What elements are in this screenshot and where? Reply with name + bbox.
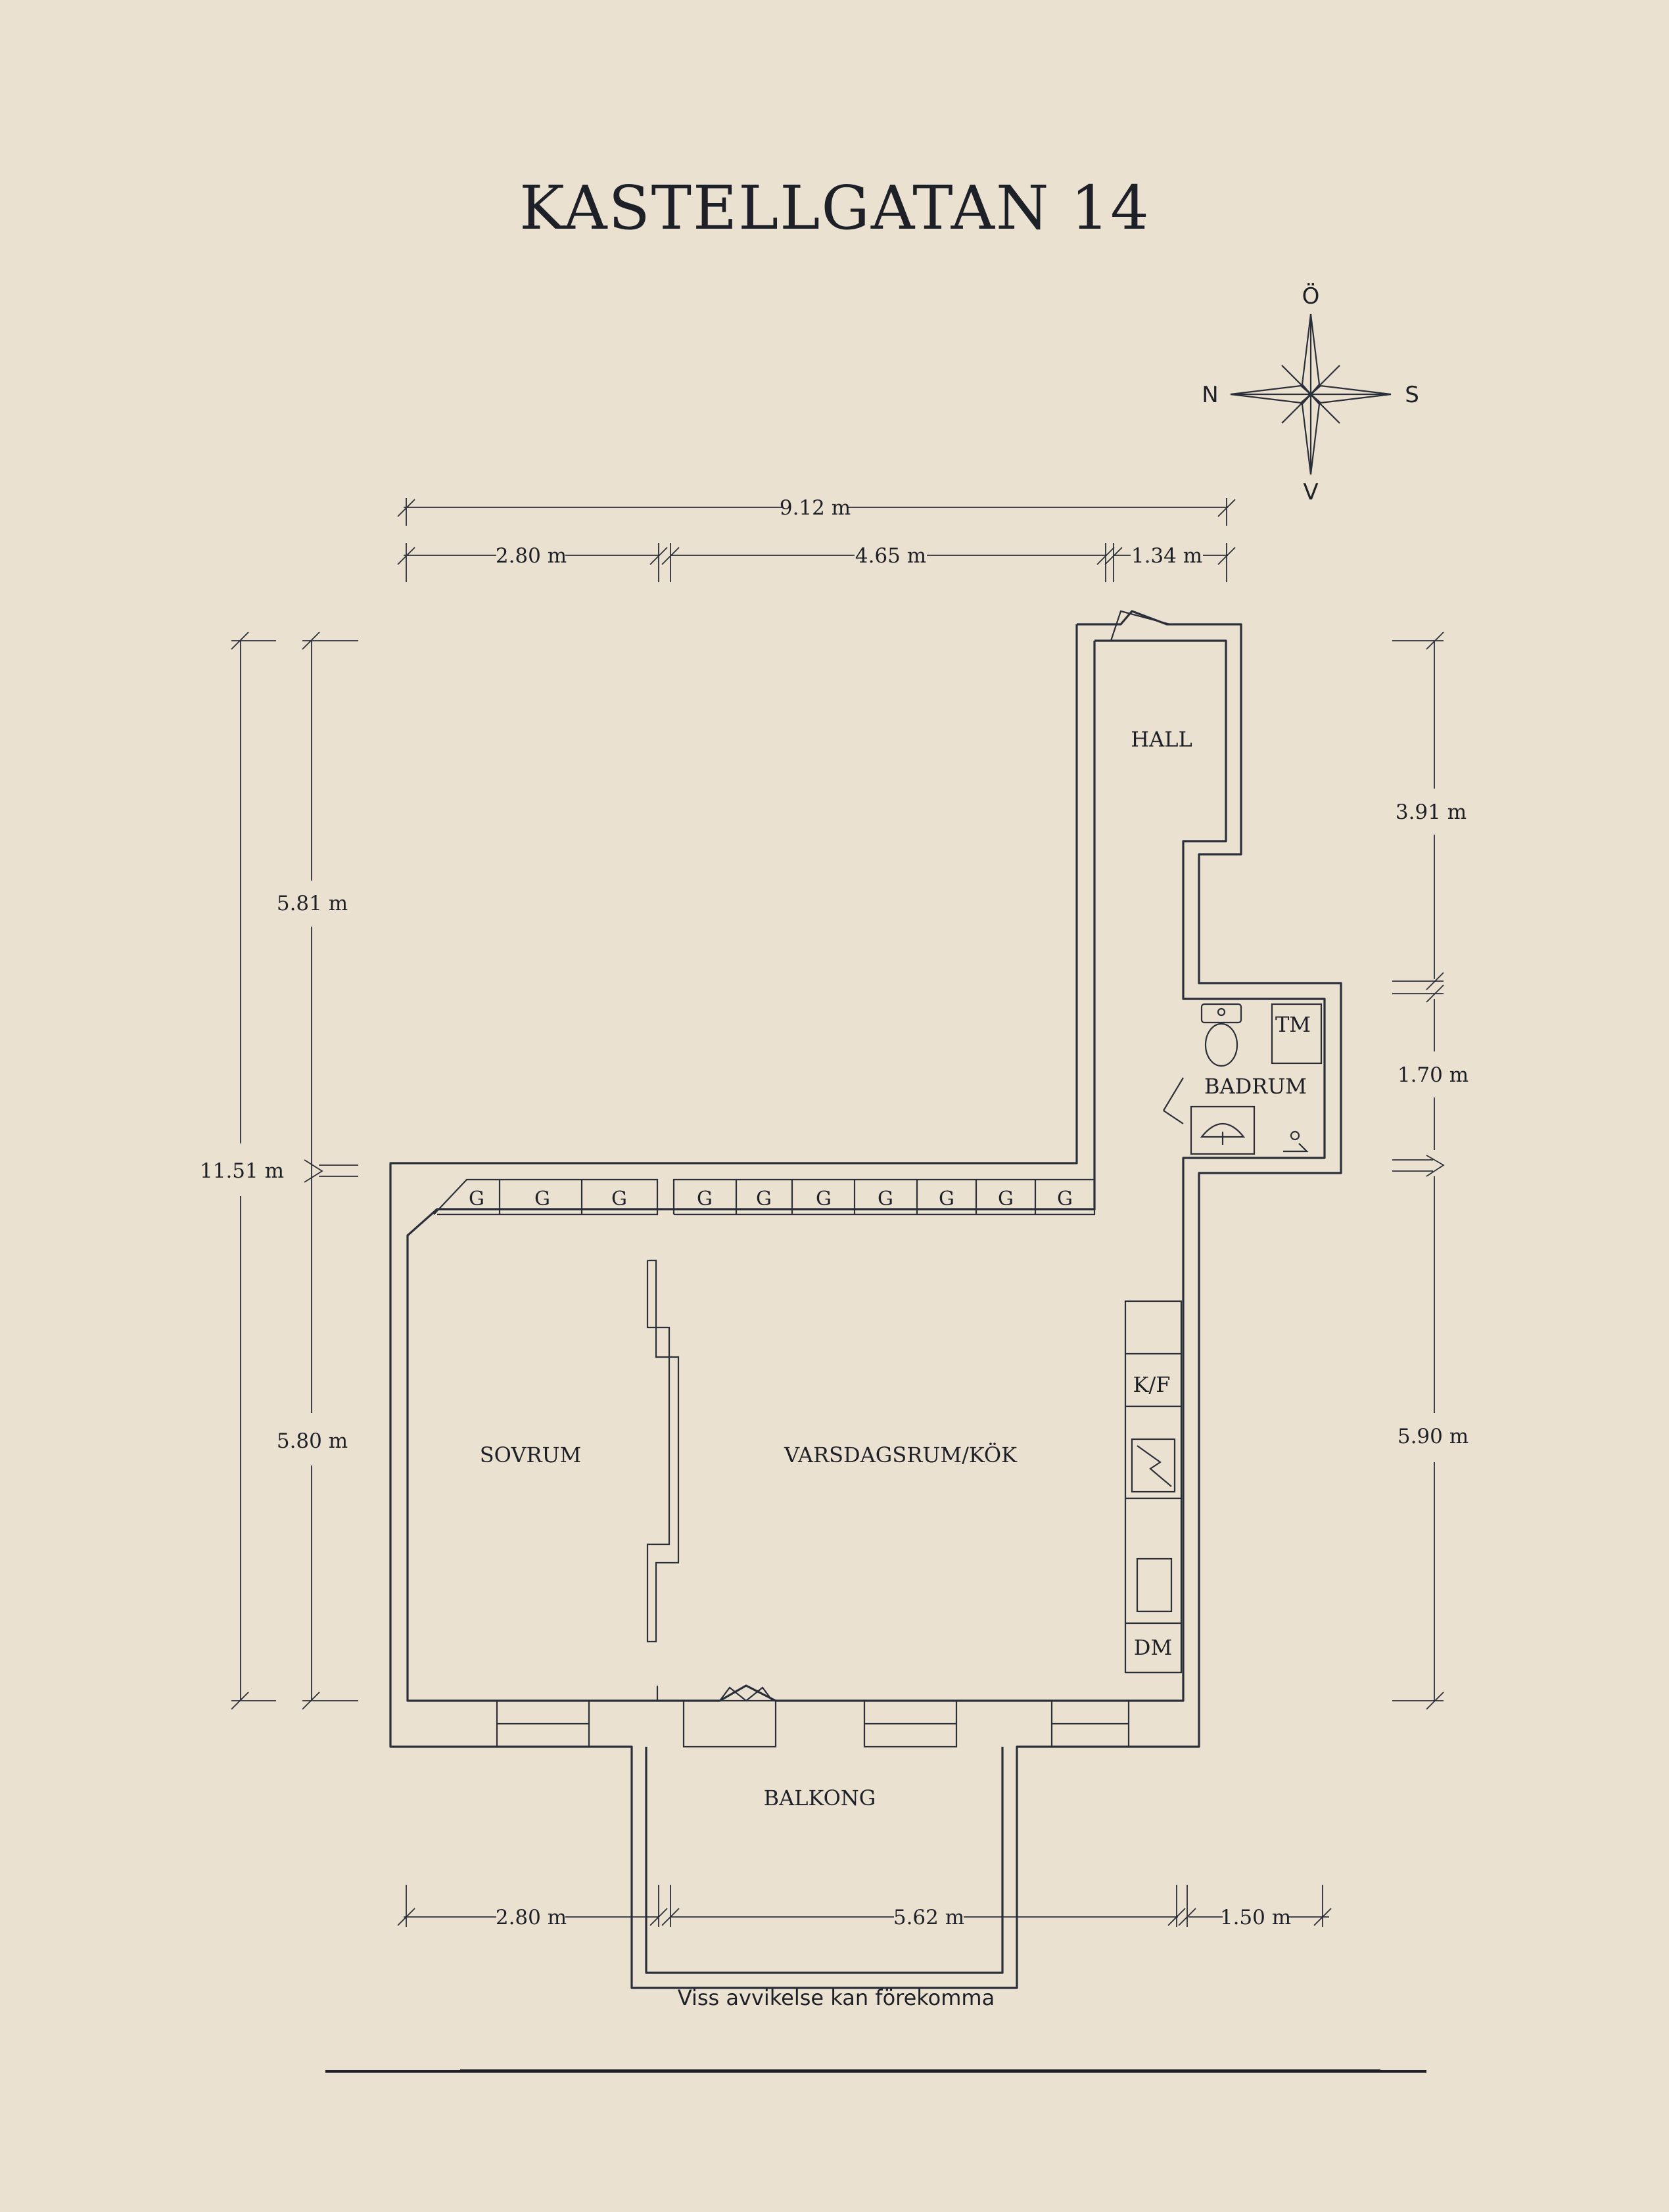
wardrobe-g-3: G — [611, 1187, 627, 1210]
room-label-dm: DM — [1134, 1635, 1172, 1660]
room-label-vardagsrum: VARSDAGSRUM/KÖK — [784, 1442, 1018, 1467]
compass-label-east: Ö — [1302, 283, 1320, 310]
left-dimension-lines — [231, 632, 358, 1710]
room-label-tm: TM — [1275, 1012, 1311, 1037]
entrance-door-icon — [1110, 610, 1171, 641]
wardrobe-g-8: G — [939, 1187, 954, 1210]
room-label-kf: K/F — [1133, 1372, 1171, 1397]
dim-top-total: 9.12 m — [780, 496, 851, 520]
dim-left-lower: 5.80 m — [277, 1429, 348, 1453]
windows — [496, 1686, 1130, 1748]
compass-label-north: N — [1202, 382, 1218, 408]
top-dimension-lines — [397, 498, 1236, 582]
dim-right-upper: 3.91 m — [1396, 800, 1467, 824]
exterior-walls — [389, 610, 1342, 1989]
wardrobe-g-1: G — [469, 1187, 484, 1210]
dim-bottom-a: 2.80 m — [496, 1906, 567, 1929]
disclaimer: Viss avvikelse kan förekomma — [678, 1985, 995, 2010]
wardrobe-g-5: G — [756, 1187, 772, 1210]
room-label-sovrum: SOVRUM — [480, 1442, 582, 1467]
dim-top-c: 1.34 m — [1131, 544, 1202, 568]
wardrobe-labels: G G G G G G G G G G — [469, 1187, 1073, 1210]
footer-rule — [325, 2069, 1426, 2073]
partition-wall — [646, 1259, 680, 1701]
page-title: KASTELLGATAN 14 — [519, 173, 1150, 243]
compass-label-west: V — [1303, 479, 1318, 505]
dim-left-upper: 5.81 m — [277, 892, 348, 915]
room-label-badrum: BADRUM — [1204, 1074, 1307, 1099]
dim-bottom-b: 5.62 m — [893, 1906, 964, 1929]
wardrobe-g-2: G — [534, 1187, 550, 1210]
wardrobe-g-9: G — [998, 1187, 1014, 1210]
dim-bottom-c: 1.50 m — [1220, 1906, 1291, 1929]
bathroom-fixtures — [1163, 1003, 1323, 1155]
compass-rose-icon — [1230, 313, 1392, 475]
wardrobe-g-7: G — [878, 1187, 893, 1210]
wardrobe-g-10: G — [1057, 1187, 1073, 1210]
bottom-dimension-lines — [397, 1885, 1332, 1927]
dim-left-total: 11.51 m — [200, 1159, 284, 1183]
kitchen-counter — [1124, 1300, 1183, 1674]
wardrobe-row — [433, 1178, 1096, 1216]
dim-top-b: 4.65 m — [855, 544, 926, 568]
dim-right-middle: 1.70 m — [1398, 1063, 1469, 1087]
room-label-balkong: BALKONG — [764, 1786, 876, 1810]
room-label-hall: HALL — [1131, 727, 1192, 752]
dim-right-lower: 5.90 m — [1398, 1425, 1469, 1448]
right-dimension-lines — [1392, 632, 1445, 1710]
compass-label-south: S — [1405, 382, 1419, 408]
wardrobe-g-4: G — [697, 1187, 713, 1210]
dim-top-a: 2.80 m — [496, 544, 567, 568]
wardrobe-g-6: G — [816, 1187, 832, 1210]
